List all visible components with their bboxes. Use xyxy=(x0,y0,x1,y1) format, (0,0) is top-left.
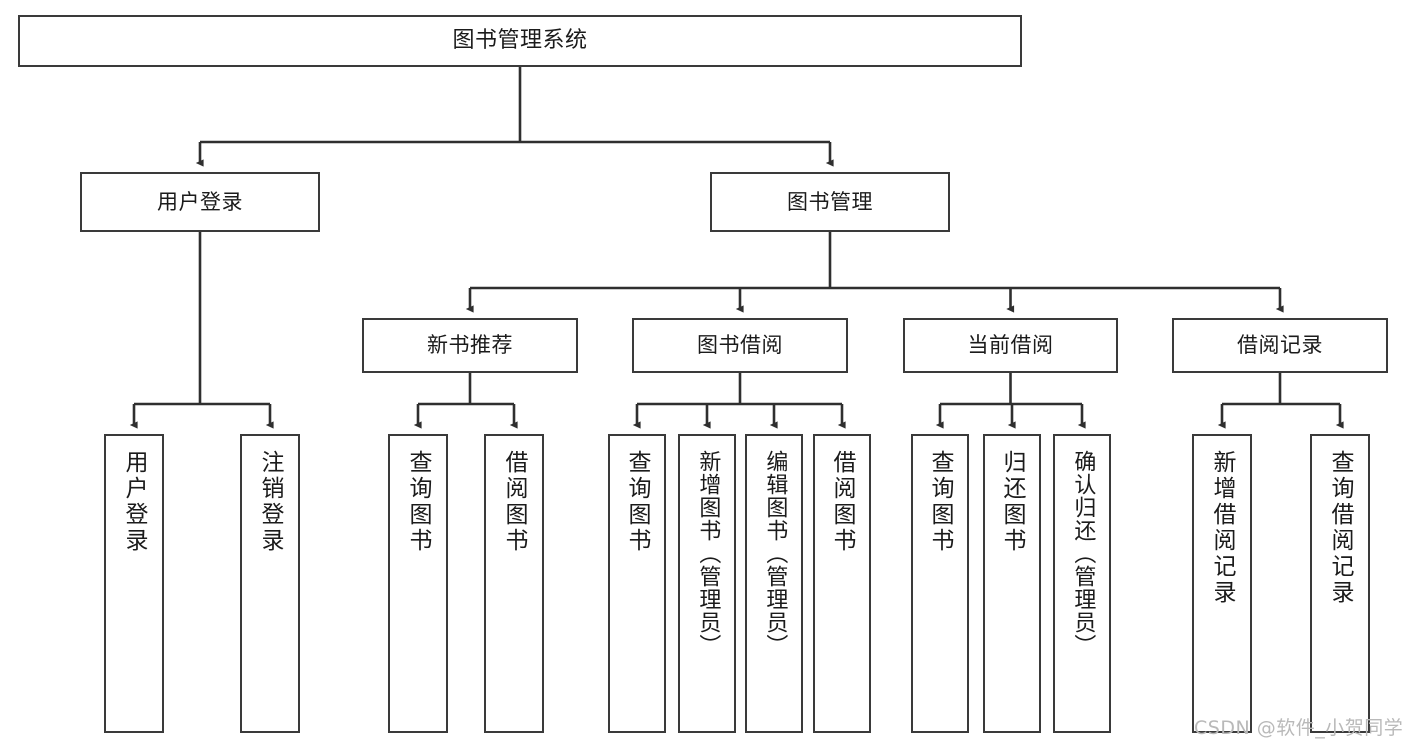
node-user-login[interactable]: 用户登录 xyxy=(80,172,320,232)
node-leaf-query-book-recommend[interactable]: 查询图书 xyxy=(388,434,448,733)
node-leaf-user-logout[interactable]: 注销登录 xyxy=(240,434,300,733)
node-book-management[interactable]: 图书管理 xyxy=(710,172,950,232)
node-leaf-borrow-book[interactable]: 借阅图书 xyxy=(813,434,871,733)
node-label: 归还图书 xyxy=(999,450,1026,554)
node-leaf-user-login[interactable]: 用户登录 xyxy=(104,434,164,733)
node-leaf-add-book-admin[interactable]: 新增图书（管理员） xyxy=(678,434,736,733)
node-book-borrow[interactable]: 图书借阅 xyxy=(632,318,848,373)
node-label: 查询图书 xyxy=(927,450,954,554)
node-label: 新增借阅记录 xyxy=(1209,450,1236,606)
node-leaf-query-book-borrow[interactable]: 查询图书 xyxy=(608,434,666,733)
node-label: 借阅记录 xyxy=(1237,333,1323,358)
node-leaf-add-borrow-record[interactable]: 新增借阅记录 xyxy=(1192,434,1252,733)
node-label: 借阅图书 xyxy=(829,450,856,554)
node-borrow-record[interactable]: 借阅记录 xyxy=(1172,318,1388,373)
node-current-borrow[interactable]: 当前借阅 xyxy=(903,318,1118,373)
node-label: 注销登录 xyxy=(257,450,284,554)
node-label: 图书借阅 xyxy=(697,333,783,358)
node-leaf-query-borrow-record[interactable]: 查询借阅记录 xyxy=(1310,434,1370,733)
node-leaf-confirm-return-admin[interactable]: 确认归还（管理员） xyxy=(1053,434,1111,733)
node-label: 当前借阅 xyxy=(967,333,1054,358)
node-root-system[interactable]: 图书管理系统 xyxy=(18,15,1022,67)
node-leaf-return-book[interactable]: 归还图书 xyxy=(983,434,1041,733)
csdn-watermark: CSDN @软件_小贺同学 xyxy=(1194,717,1404,739)
node-label: 查询借阅记录 xyxy=(1327,450,1354,606)
node-label: 查询图书 xyxy=(624,450,651,554)
node-new-book-recommend[interactable]: 新书推荐 xyxy=(362,318,578,373)
node-label: 图书管理 xyxy=(787,189,873,214)
node-label: 图书管理系统 xyxy=(452,27,588,53)
node-label: 用户登录 xyxy=(157,189,243,214)
node-label: 新书推荐 xyxy=(427,333,513,358)
node-leaf-query-book-current[interactable]: 查询图书 xyxy=(911,434,969,733)
node-leaf-edit-book-admin[interactable]: 编辑图书（管理员） xyxy=(745,434,803,733)
node-leaf-borrow-book-recommend[interactable]: 借阅图书 xyxy=(484,434,544,733)
node-label: 查询图书 xyxy=(405,450,432,554)
node-label: 确认归还（管理员） xyxy=(1070,450,1096,657)
node-label: 新增图书（管理员） xyxy=(695,450,721,657)
node-label: 用户登录 xyxy=(121,450,148,554)
node-label: 编辑图书（管理员） xyxy=(762,450,788,657)
node-label: 借阅图书 xyxy=(501,450,528,554)
